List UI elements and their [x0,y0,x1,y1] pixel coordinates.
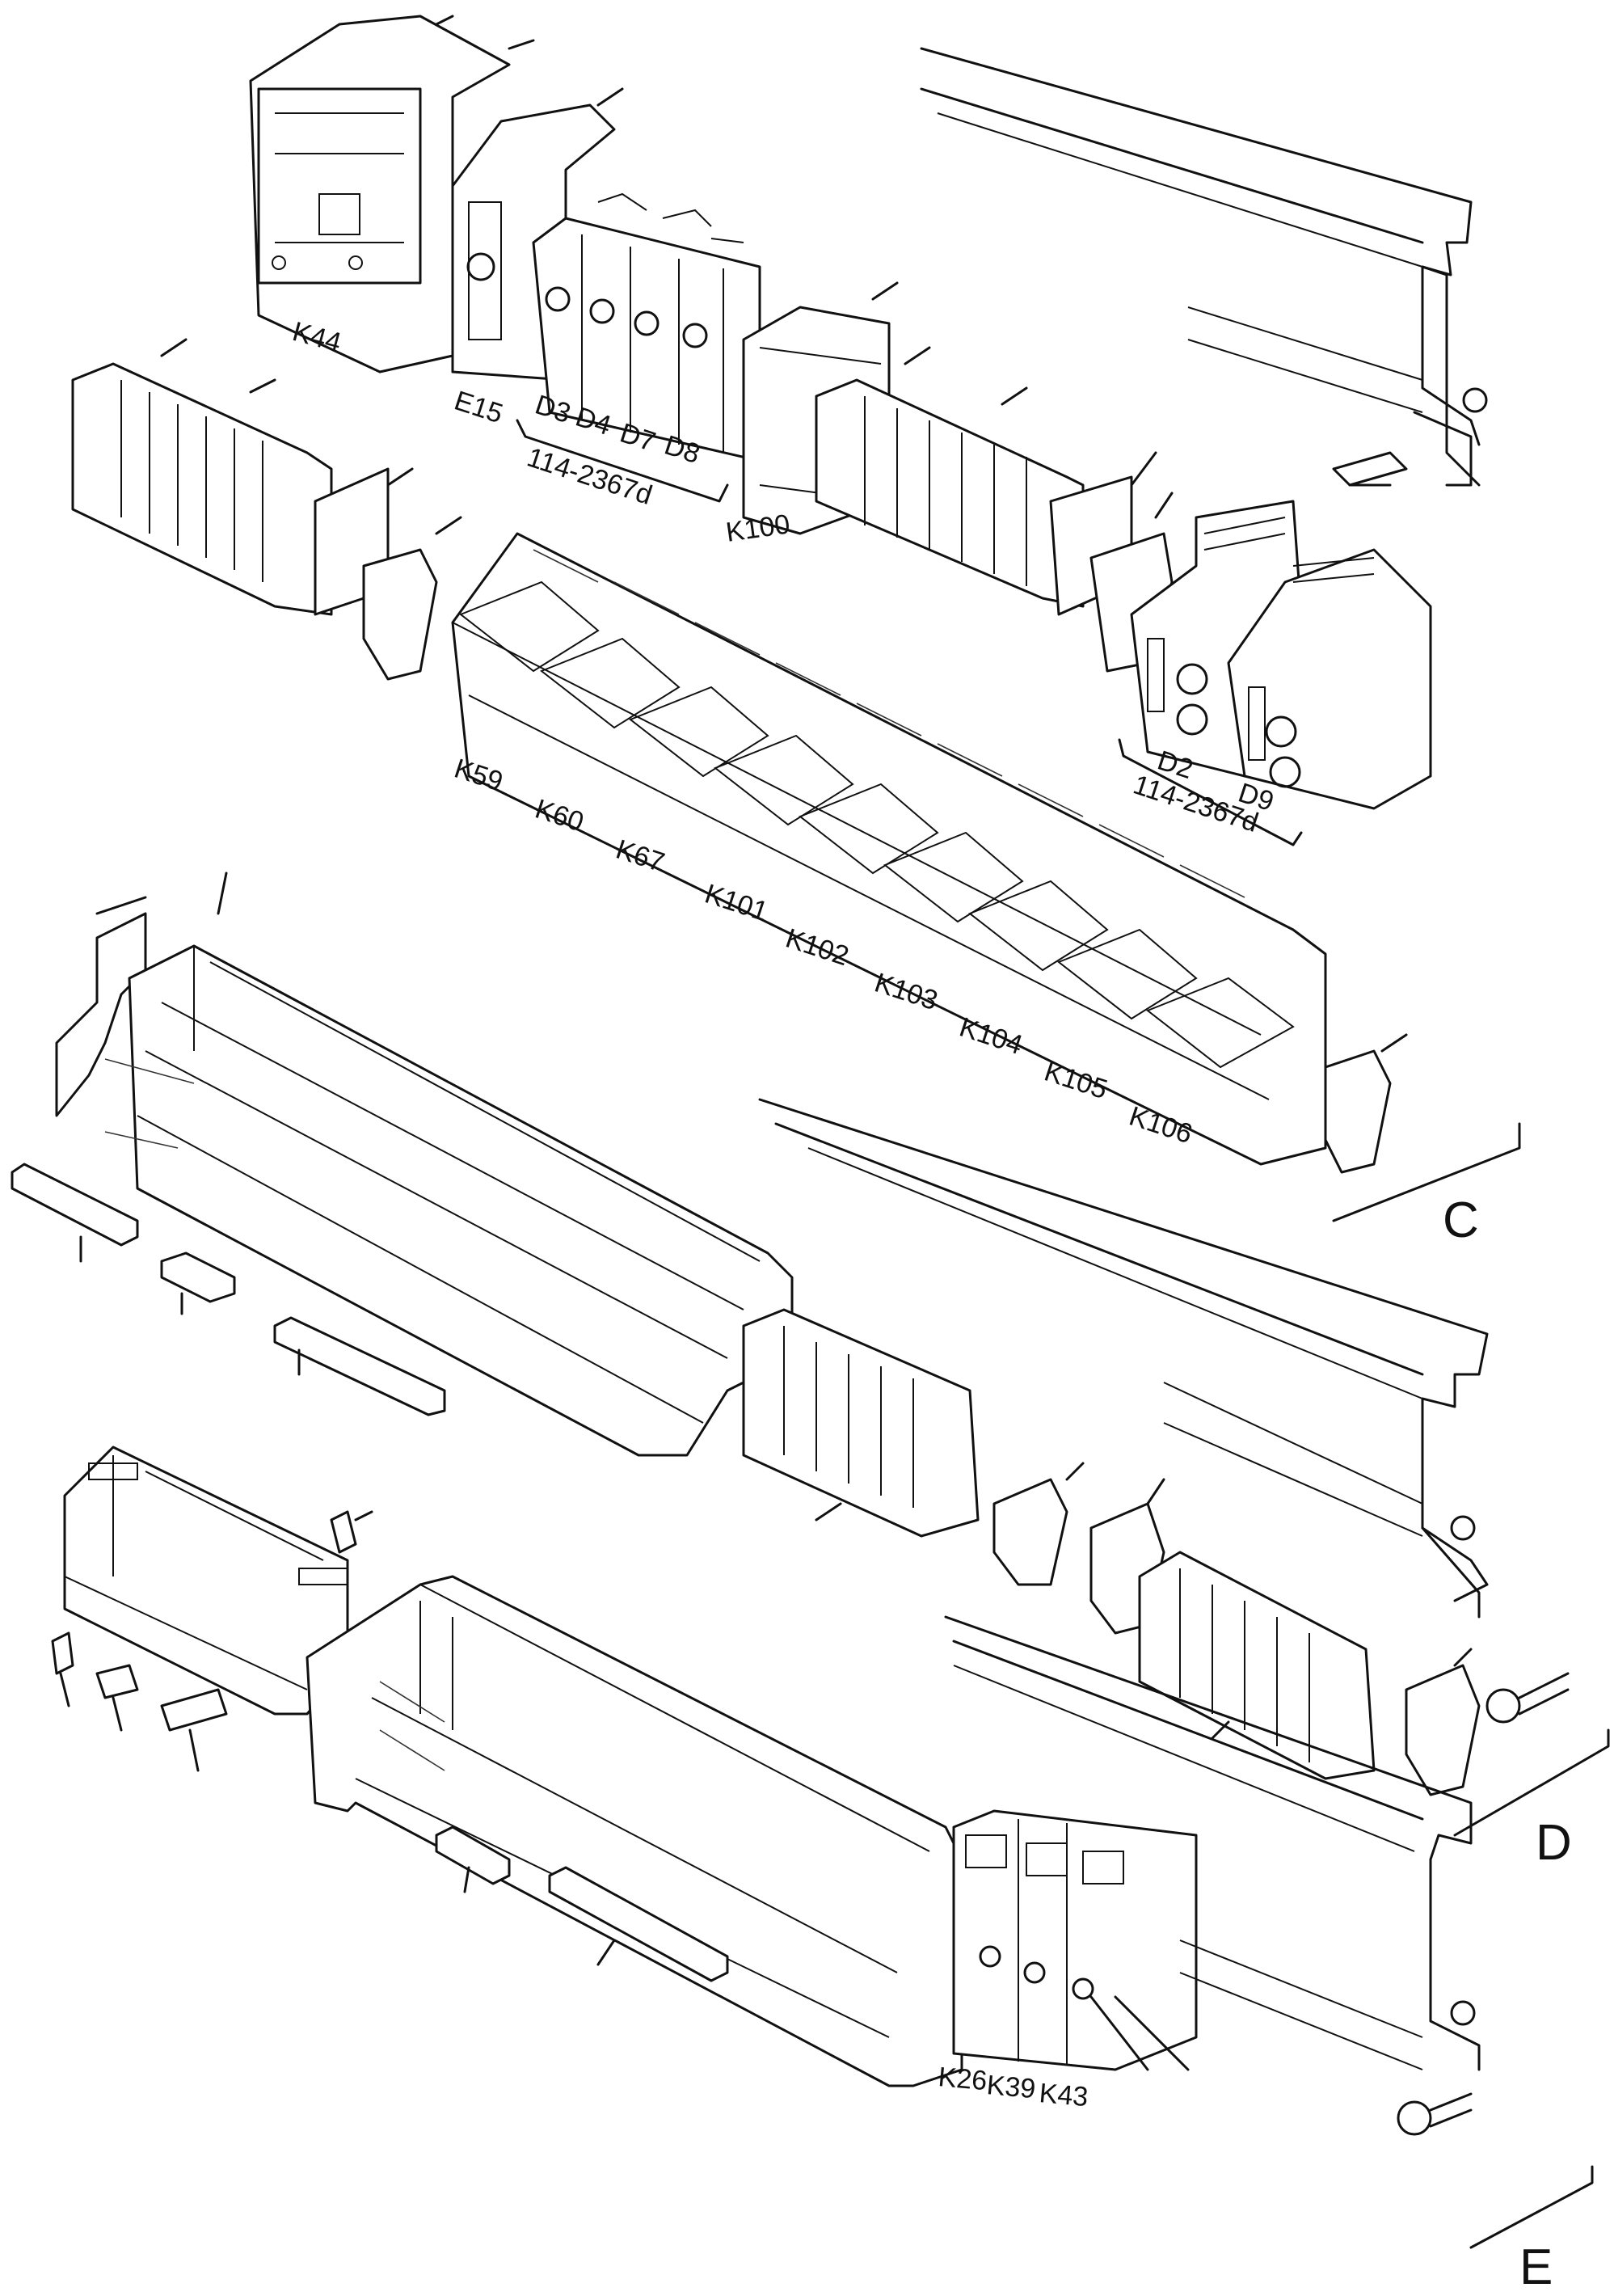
terminal-strip-d [104,944,794,1457]
small-clip-3 [160,1688,228,1732]
section-d-assembly: D [11,872,1610,1871]
label-k39: K39 [985,2070,1037,2104]
terminal-block-d-right [1138,1551,1376,1780]
rail-c [920,47,1488,487]
rail-d [758,1098,1489,1619]
small-plug [330,1510,357,1554]
bolt-e [1397,2092,1473,2136]
jumper-1 [11,1163,139,1247]
modules-k26-k43 [952,1809,1198,2071]
terminal-strip-e-main [306,1575,963,2087]
terminal-block-d [742,1308,980,1538]
relay-row [451,532,1327,1166]
bracket-c [1332,1122,1521,1222]
jumper-e2 [548,1866,729,1982]
bracket-d2-d9 [1118,738,1303,846]
small-clip-1 [51,1631,74,1675]
relay-covers [459,580,1295,1069]
jumper-3 [273,1316,446,1416]
label-part-no-right: 114-2367d [1130,769,1262,838]
bracket-e [1469,2165,1594,2249]
bracket-d [1453,1728,1610,1837]
label-section-e: E [1519,2239,1553,2295]
label-k43: K43 [1038,2078,1089,2112]
bracket-d3-d8 [516,419,729,503]
bolt-d [1485,1672,1570,1724]
section-e-assembly: K26 K39 K43 E [51,1446,1594,2295]
end-stop-d3 [1405,1664,1481,1796]
end-stop-d1 [992,1478,1068,1586]
terminal-block-left-c [71,338,462,681]
label-section-c: C [1443,1192,1479,1248]
label-section-d: D [1536,1815,1572,1871]
end-stop-c [1324,1049,1392,1174]
label-e15: E15 [451,385,507,429]
modules-d2-d9 [1130,500,1432,810]
end-plate-d [55,912,147,1117]
section-c-assembly: K44 E15 D3 D4 D7 D8 114-2367d K100 [71,15,1521,1248]
terminal-block-right-c [815,346,1174,673]
contactor-k44 [249,15,535,374]
label-k26: K26 [937,2062,988,2096]
rail-e [944,1615,1481,2071]
small-clip-2 [95,1664,139,1699]
jumper-2 [160,1251,236,1303]
label-k100: K100 [724,509,792,548]
jumper-e1 [435,1825,511,1885]
